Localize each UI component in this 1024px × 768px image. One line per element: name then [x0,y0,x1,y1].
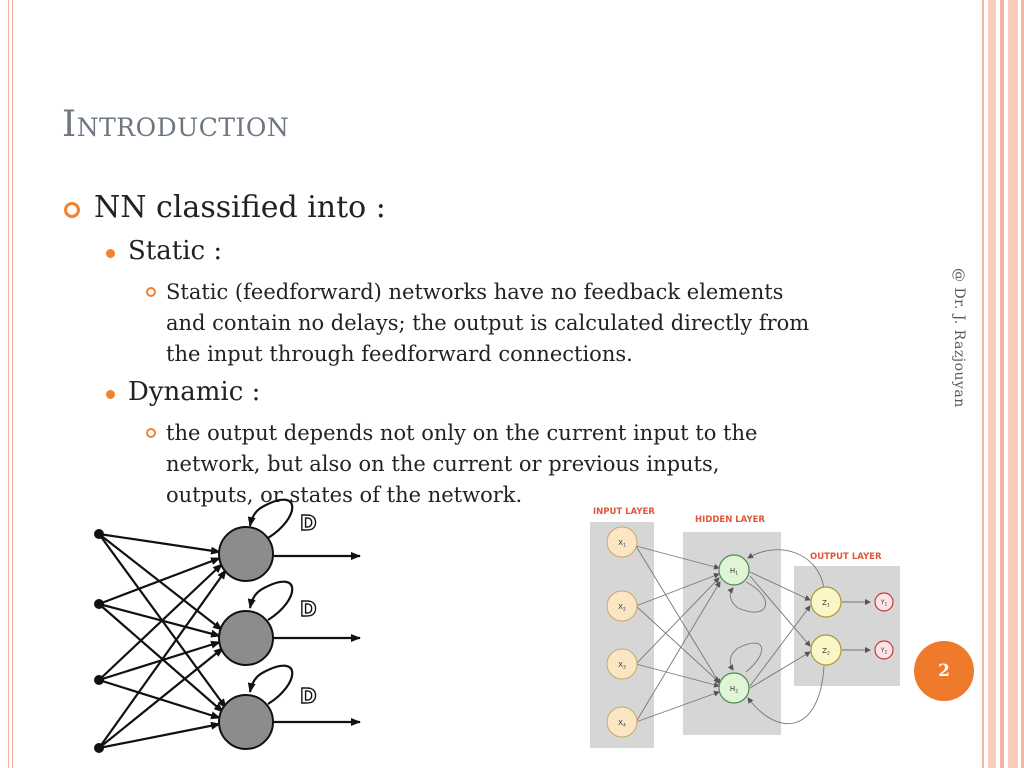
input-node-label: X4 [618,719,626,729]
y-node-label: Y1 [880,599,888,607]
left-frame-line [8,0,9,768]
input-layer-label: INPUT LAYER [593,507,655,517]
bullet-dynamic-desc: the output depends not only on the curre… [146,418,757,511]
bullet-dynamic-label: Dynamic : [128,377,261,407]
delay-label: D [300,684,317,708]
output-layer-label: OUTPUT LAYER [810,552,882,562]
band-stripe [1000,0,1004,768]
hidden-node-label: H2 [730,685,738,695]
right-decorative-band [978,0,1024,768]
bullet-dynamic: Dynamic : [106,377,260,407]
input-points [94,529,104,753]
delay-labels: D D D [299,510,317,708]
output-layer-box [794,566,900,686]
dynamic-desc-line: outputs, or states of the network. [166,483,523,507]
static-desc-line: the input through feedforward connection… [166,342,633,366]
bullet-static-label: Static : [128,236,223,266]
hidden-node-circles [718,554,750,704]
slide-title: Introduction [62,104,290,145]
static-desc-line: Static (feedforward) networks have no fe… [166,280,784,304]
delay-label: D [300,511,317,535]
dynamic-desc-line: network, but also on the current or prev… [166,452,720,476]
y-node-circles [874,592,894,660]
bullet-static-desc: Static (feedforward) networks have no fe… [146,277,809,370]
recurrent-network-diagram: D D D [94,498,361,753]
hidden-layer-label: HIDDEN LAYER [695,515,765,525]
bullet-dot-icon [106,249,115,258]
input-node-label: X2 [618,603,626,613]
bullet-static: Static : [106,236,222,266]
input-node-label: X3 [618,661,626,671]
delay-label: D [300,597,317,621]
input-node-circles [606,526,638,738]
band-stripe [1021,0,1024,768]
page-number-badge: 2 [914,641,974,701]
input-node-label: X1 [618,539,626,549]
bullet-ring-icon [64,202,80,218]
bullet-dot-icon [106,390,115,399]
y-node-label: Y2 [880,647,888,655]
static-desc-text: Static (feedforward) networks have no fe… [166,277,809,370]
dynamic-desc-line: the output depends not only on the curre… [166,421,758,445]
z-node-circles [810,586,842,666]
bullet-level1-text: NN classified into : [94,190,386,225]
hidden-node-label: H1 [730,567,738,577]
author-watermark: @ Dr. J. Razjouyan [951,268,967,408]
band-stripe [988,0,996,768]
band-stripe [1008,0,1018,768]
bullet-small-ring-icon [146,287,156,297]
bullet-level1: NN classified into : [64,190,386,225]
layered-network-diagram: INPUT LAYER HIDDEN LAYER OUTPUT LAYER [590,507,900,748]
input-connections [98,498,361,750]
band-stripe [982,0,984,768]
neuron-nodes [218,526,274,750]
static-desc-line: and contain no delays; the output is cal… [166,311,810,335]
dynamic-desc-text: the output depends not only on the curre… [166,418,757,511]
bullet-small-ring-icon [146,428,156,438]
z-node-label: Z1 [822,599,830,609]
left-frame-line-inner [12,0,13,768]
z-node-label: Z2 [822,647,830,657]
